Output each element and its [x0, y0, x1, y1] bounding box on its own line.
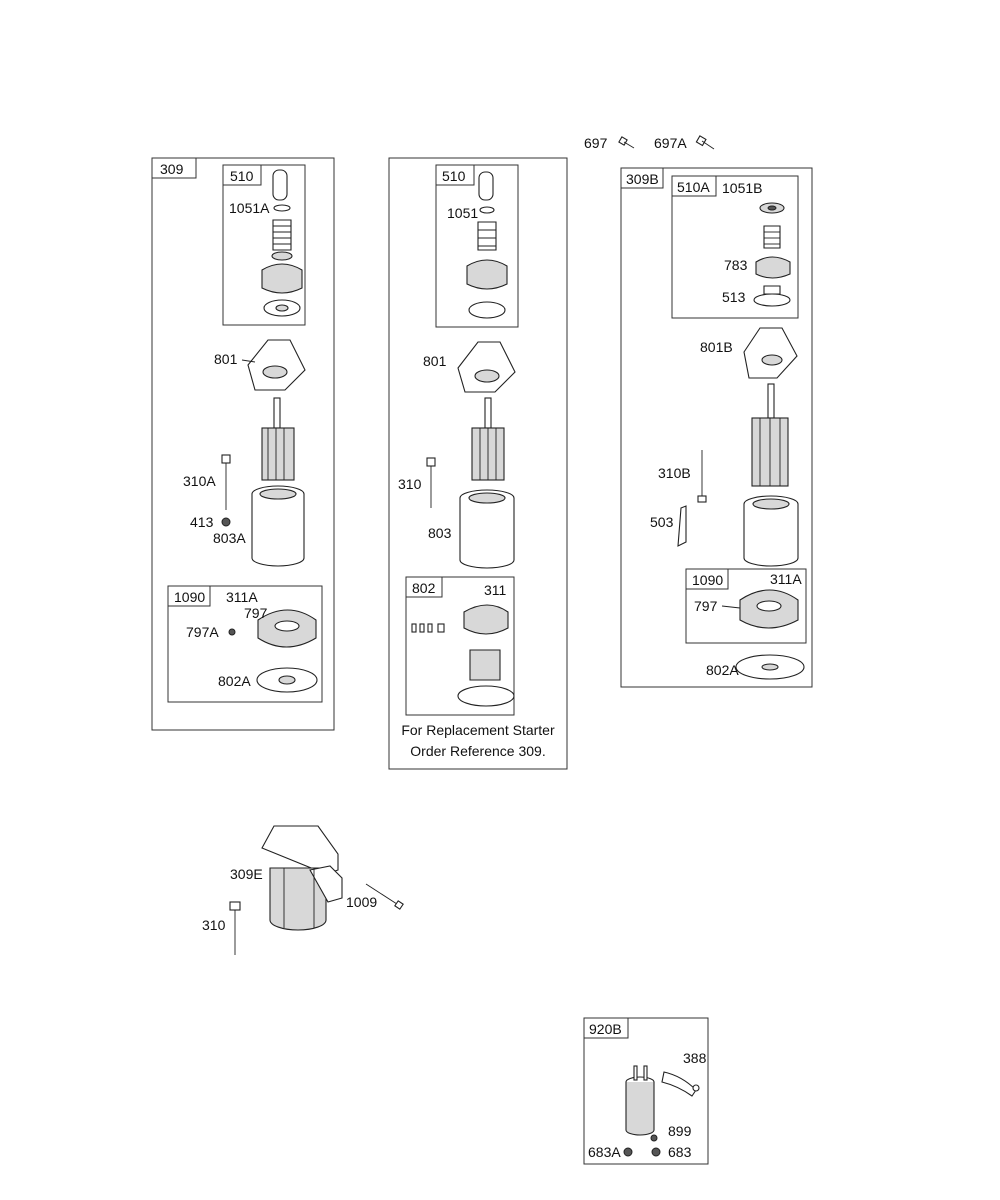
- label-1051: 1051: [447, 205, 478, 221]
- group-309B-frame: [620, 167, 813, 688]
- assembled-starter: 309E 1009 310: [202, 825, 404, 955]
- label-797: 797: [244, 605, 268, 621]
- label-503: 503: [650, 514, 674, 530]
- end-cap-801-icon: [247, 339, 306, 391]
- brush-plate-802-icon: [411, 604, 515, 707]
- group-middle: 510 1051 801 310: [388, 157, 568, 770]
- replacement-note-line1: For Replacement Starter: [401, 722, 555, 738]
- bolt-310-mid-icon: [426, 457, 436, 508]
- kit-1090-title: 1090: [174, 589, 205, 605]
- label-309E: 309E: [230, 866, 263, 882]
- group-middle-frame: [388, 157, 568, 770]
- armature-mid-icon: [471, 397, 505, 481]
- bracket-503-icon: [677, 505, 687, 547]
- label-513: 513: [722, 289, 746, 305]
- label-1051A: 1051A: [229, 200, 270, 216]
- label-683: 683: [668, 1144, 692, 1160]
- label-1009: 1009: [346, 894, 377, 910]
- solenoid-kit-920B: 920B 388 899 683A 683: [583, 1017, 709, 1165]
- group-309B: 309B 510A 1051B 783 513 801B: [620, 167, 813, 688]
- label-803: 803: [428, 525, 452, 541]
- group-309-title-box: [151, 157, 197, 179]
- label-413: 413: [190, 514, 214, 530]
- solenoid-icon: [625, 1065, 655, 1136]
- plate-802A-309B-icon: [735, 654, 805, 680]
- screw-697A-icon: [695, 135, 715, 150]
- housing-803-icon: [459, 489, 515, 569]
- kit-1090-frame: [167, 585, 323, 703]
- label-310A: 310A: [183, 473, 216, 489]
- armature-309B-icon: [751, 383, 789, 487]
- brush-holder-icon: [256, 609, 318, 693]
- label-311A: 311A: [226, 589, 258, 605]
- label-311A-309B: 311A: [770, 571, 802, 587]
- bolt-310-starter-icon: [229, 901, 241, 955]
- starter-motor-icon: [261, 825, 343, 931]
- nut-683A-icon: [623, 1147, 633, 1157]
- armature-icon: [261, 397, 295, 481]
- bolt-310A-icon: [221, 454, 231, 510]
- group-309B-title: 309B: [626, 171, 659, 187]
- group-309: 309 510 1051A 801: [151, 157, 335, 731]
- label-802A: 802A: [218, 673, 251, 689]
- kit-510-mid-frame: [435, 164, 519, 328]
- label-310-starter: 310: [202, 917, 226, 933]
- kit-920B-frame: [583, 1017, 709, 1165]
- hardware-697-group: 697 697A: [584, 135, 715, 151]
- label-311: 311: [484, 582, 507, 598]
- group-309-frame: [151, 157, 335, 731]
- kit-510A-title: 510A: [677, 179, 710, 195]
- label-797A: 797A: [186, 624, 219, 640]
- label-310-mid: 310: [398, 476, 422, 492]
- kit-510-frame: [222, 164, 306, 326]
- end-cap-801B-icon: [743, 327, 798, 379]
- label-899: 899: [668, 1123, 692, 1139]
- brush-holder-309B-icon: [721, 589, 799, 629]
- terminal-nut-icon: [228, 628, 236, 636]
- nut-683-icon: [651, 1147, 661, 1157]
- nut-413-icon: [221, 517, 231, 527]
- wire-harness-388-icon: [661, 1071, 700, 1097]
- label-802A-309B: 802A: [706, 662, 739, 678]
- group-309-title: 309: [160, 161, 184, 177]
- label-797-309B: 797: [694, 598, 718, 614]
- kit-1090-309B-title: 1090: [692, 572, 723, 588]
- replacement-note-line2: Order Reference 309.: [410, 743, 545, 759]
- label-683A: 683A: [588, 1144, 621, 1160]
- kit-802-title: 802: [412, 580, 436, 596]
- kit-1090-309B-frame: [685, 568, 807, 644]
- label-697: 697: [584, 135, 608, 151]
- label-803A: 803A: [213, 530, 246, 546]
- kit-802-frame: [405, 576, 515, 716]
- kit-920B-title: 920B: [589, 1021, 622, 1037]
- bolt-1009-icon: [365, 883, 404, 910]
- end-cap-801-mid-icon: [457, 341, 516, 393]
- housing-803A-icon: [251, 485, 305, 567]
- bolt-310B-icon: [697, 450, 707, 503]
- label-1051B: 1051B: [722, 180, 762, 196]
- kit-510-mid-title: 510: [442, 168, 466, 184]
- kit-510-title: 510: [230, 168, 254, 184]
- label-801: 801: [214, 351, 238, 367]
- kit-510A-frame: [671, 175, 799, 319]
- housing-309B-icon: [743, 495, 799, 567]
- screw-697-icon: [618, 136, 635, 149]
- pinion-kit-510-mid-icon: [466, 171, 508, 319]
- label-388: 388: [683, 1050, 707, 1066]
- nut-899-icon: [650, 1134, 658, 1142]
- label-783: 783: [724, 257, 748, 273]
- label-310B: 310B: [658, 465, 691, 481]
- pinion-kit-510-icon: [261, 169, 303, 317]
- label-697A: 697A: [654, 135, 687, 151]
- pinion-kit-510A-icon: [753, 202, 791, 307]
- label-801B: 801B: [700, 339, 733, 355]
- label-801-mid: 801: [423, 353, 447, 369]
